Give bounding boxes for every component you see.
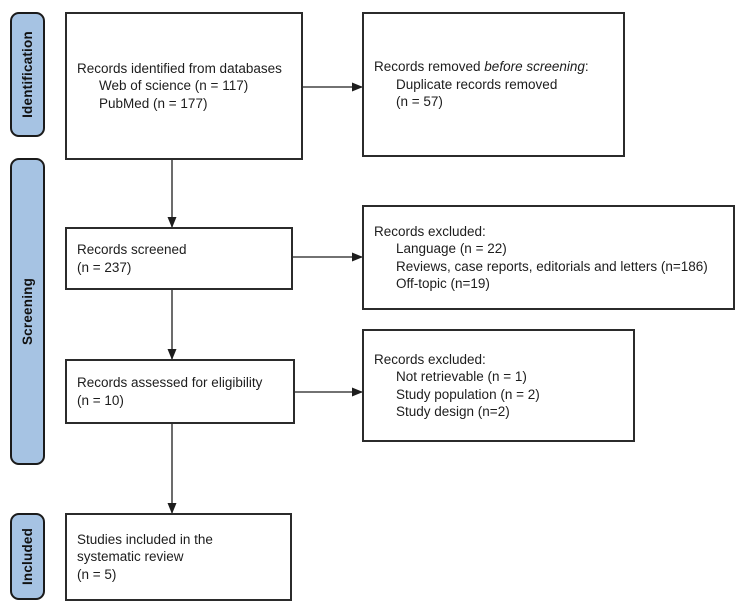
text-line: PubMed (n = 177) xyxy=(99,95,208,111)
text-line: systematic review xyxy=(77,549,184,565)
box-records-identified: Records identified from databases Web of… xyxy=(65,12,303,160)
text-segment: : xyxy=(584,59,589,75)
stage-screening: Screening xyxy=(10,158,45,465)
stage-screening-label: Screening xyxy=(20,277,36,346)
text-line: Duplicate records removed xyxy=(396,76,558,92)
text-line: Study population (n = 2) xyxy=(396,386,540,402)
box-records-excluded-eligibility: Records excluded: Not retrievable (n = 1… xyxy=(362,329,635,442)
text-segment: Records removed xyxy=(374,59,485,75)
stage-included: Included xyxy=(10,513,45,600)
text-segment-italic: before screening xyxy=(484,59,585,75)
text-line: Language (n = 22) xyxy=(396,241,507,256)
stage-identification: Identification xyxy=(10,12,45,137)
text-line: Records assessed for eligibility xyxy=(77,375,263,390)
text-line: Web of science (n = 117) xyxy=(99,78,249,94)
text-line: Studies included in the xyxy=(77,531,213,547)
text-line: Records excluded: xyxy=(374,351,486,367)
text-line: Records screened xyxy=(77,242,187,257)
box-records-assessed: Records assessed for eligibility (n = 10… xyxy=(65,359,295,424)
text-line: Records removed before screening: xyxy=(374,58,613,76)
box-records-excluded-screening: Records excluded: Language (n = 22) Revi… xyxy=(362,205,735,310)
stage-identification-label: Identification xyxy=(20,31,35,118)
text-line: Not retrievable (n = 1) xyxy=(396,369,527,384)
box-records-removed: Records removed before screening: Duplic… xyxy=(362,12,625,157)
text-line: (n = 10) xyxy=(77,392,124,408)
text-line: Reviews, case reports, editorials and le… xyxy=(396,258,708,274)
text-line: (n = 57) xyxy=(396,94,443,110)
text-line: Records identified from databases xyxy=(77,60,282,76)
box-studies-included: Studies included in the systematic revie… xyxy=(65,513,292,601)
text-line: Study design (n=2) xyxy=(396,404,510,419)
text-line: (n = 237) xyxy=(77,259,132,275)
text-line: Off-topic (n=19) xyxy=(396,276,490,291)
stage-included-label: Included xyxy=(20,527,36,586)
text-line: (n = 5) xyxy=(77,566,117,582)
box-records-screened: Records screened (n = 237) xyxy=(65,227,293,290)
text-line: Records excluded: xyxy=(374,223,486,239)
